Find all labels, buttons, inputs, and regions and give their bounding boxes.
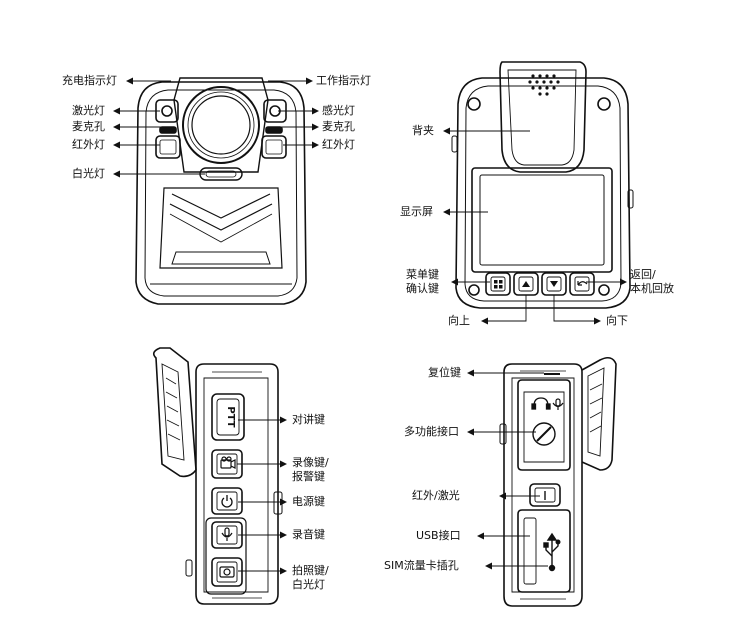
up-arrow-icon bbox=[522, 281, 530, 287]
label-menu-confirm-key: 菜单键确认键 bbox=[406, 268, 439, 295]
label-sensor-light: 感光灯 bbox=[322, 104, 355, 117]
left-side-view bbox=[152, 347, 283, 605]
label-usb-port: USB接口 bbox=[416, 529, 461, 542]
label-display-screen: 显示屏 bbox=[400, 205, 433, 218]
label-up-key: 向上 bbox=[448, 314, 470, 327]
label-ptt-key: 对讲键 bbox=[292, 413, 325, 426]
label-return-playback-key: 返回/本机回放 bbox=[630, 268, 674, 295]
label-white-light: 白光灯 bbox=[72, 167, 105, 180]
label-ir-light-right: 红外灯 bbox=[322, 138, 355, 151]
label-ir-laser: 红外/激光 bbox=[412, 489, 460, 502]
return-icon bbox=[577, 281, 588, 286]
label-record-alarm-key: 录像键/报警键 bbox=[292, 456, 329, 483]
menu-button bbox=[485, 272, 511, 296]
label-sim-card-slot: SIM流量卡插孔 bbox=[384, 559, 459, 572]
label-audio-record-key: 录音键 bbox=[292, 528, 325, 541]
video-camera-icon bbox=[220, 456, 236, 469]
label-laser-light: 激光灯 bbox=[72, 104, 105, 117]
label-ir-light-left: 红外灯 bbox=[72, 138, 105, 151]
menu-grid-icon bbox=[494, 280, 503, 289]
camera-icon bbox=[219, 566, 235, 578]
power-icon bbox=[221, 495, 233, 508]
label-photo-white-light-key: 拍照键/白光灯 bbox=[292, 564, 329, 591]
label-multifunction-port: 多功能接口 bbox=[404, 425, 459, 438]
label-work-indicator: 工作指示灯 bbox=[316, 74, 371, 87]
label-mic-hole-right: 麦克孔 bbox=[322, 120, 355, 133]
label-reset-key: 复位键 bbox=[428, 366, 461, 379]
ptt-label: PTT bbox=[225, 406, 236, 427]
back-view bbox=[451, 61, 634, 309]
label-charge-indicator: 充电指示灯 bbox=[62, 74, 117, 87]
return-button bbox=[569, 272, 595, 296]
front-view bbox=[135, 77, 307, 305]
headphone-icon bbox=[531, 397, 551, 410]
down-arrow-icon bbox=[550, 281, 558, 287]
usb-icon bbox=[543, 532, 561, 572]
mic-port-icon bbox=[552, 398, 564, 410]
right-side-view bbox=[499, 356, 617, 607]
label-power-key: 电源键 bbox=[292, 495, 325, 508]
label-down-key: 向下 bbox=[606, 314, 628, 327]
microphone-icon bbox=[221, 527, 233, 541]
label-mic-hole-left: 麦克孔 bbox=[72, 120, 105, 133]
label-back-clip: 背夹 bbox=[412, 124, 434, 137]
